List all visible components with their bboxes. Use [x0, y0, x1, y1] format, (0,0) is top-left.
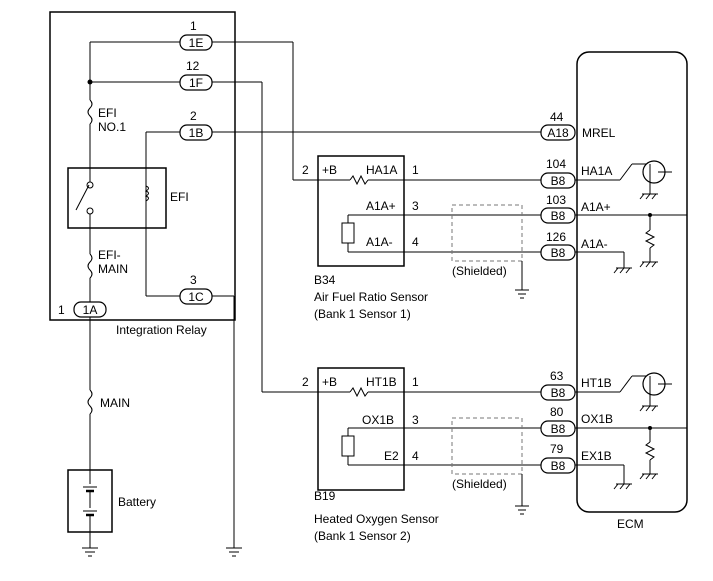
- ecm-conn-a18-label: A18: [547, 126, 569, 140]
- ecm-ox1b-label: OX1B: [581, 412, 613, 426]
- efi-no1-fuse-icon: [87, 99, 93, 125]
- afs-name: Air Fuel Ratio Sensor: [314, 290, 428, 304]
- afs-shield-ground-icon: [515, 289, 529, 299]
- relay-ground-icon: [226, 547, 242, 557]
- hos-e2-label: E2: [384, 449, 399, 463]
- ecm-a1a-plus-label: A1A+: [581, 200, 611, 214]
- afs-heater-icon: [349, 174, 369, 186]
- afs-pin-1: 1: [412, 163, 419, 177]
- ecm-pin-44: 44: [550, 110, 564, 124]
- hos-ox1b-label: OX1B: [362, 413, 394, 427]
- ecm-pin-80: 80: [550, 405, 564, 419]
- hos-shield: [451, 417, 523, 475]
- ecm-pin-104: 104: [546, 157, 566, 171]
- afs-bank: (Bank 1 Sensor 1): [314, 307, 411, 321]
- ecm-pin-63: 63: [550, 369, 564, 383]
- ecm-a1a-ground-icon: [639, 261, 658, 268]
- afs-plusb-label: +B: [322, 163, 337, 177]
- ecm-ha1a-label: HA1A: [581, 164, 612, 178]
- ecm-conn-ox1b-label: B8: [551, 422, 566, 436]
- hos-bank: (Bank 1 Sensor 2): [314, 529, 411, 543]
- ecm-a1a-resistor-icon: [644, 229, 656, 249]
- integration-relay-title: Integration Relay: [116, 323, 207, 337]
- hos-ht1b-label: HT1B: [366, 375, 397, 389]
- relay-conn-1c-label: 1C: [188, 290, 204, 304]
- efi-main-label-2: MAIN: [98, 262, 128, 276]
- hos-shielded-label: (Shielded): [452, 477, 507, 491]
- relay-conn-1e-label: 1E: [189, 36, 204, 50]
- ecm-ha1a-ground-icon: [639, 193, 658, 200]
- afs-shield: [451, 204, 523, 262]
- ecm-title: ECM: [617, 517, 644, 531]
- hos-pin-4: 4: [412, 449, 419, 463]
- efi-no1-label-1: EFI: [98, 106, 117, 120]
- relay-contact-bottom: [86, 207, 94, 215]
- afs-shielded-label: (Shielded): [452, 264, 507, 278]
- ecm-mrel-label: MREL: [582, 126, 616, 140]
- relay-switch-arm: [75, 184, 90, 211]
- ecm-pin-79: 79: [550, 442, 564, 456]
- efi-main-label-1: EFI-: [98, 248, 121, 262]
- relay-pin-1a-num: 1: [58, 303, 65, 317]
- ecm-ht1b-ground-icon: [639, 405, 658, 412]
- relay-pin-1f-num: 12: [186, 59, 200, 73]
- relay-junction-dot: [87, 79, 93, 85]
- battery-ground-icon: [82, 547, 98, 557]
- ecm-ox1b-resistor-icon: [644, 441, 656, 461]
- relay-conn-1f-label: 1F: [189, 76, 203, 90]
- ecm-conn-a1a-plus-label: B8: [551, 209, 566, 223]
- ecm-pin-126: 126: [546, 230, 566, 244]
- relay-conn-1a-label: 1A: [83, 303, 98, 317]
- hos-plusb-label: +B: [322, 375, 337, 389]
- efi-relay-box: [67, 167, 167, 229]
- ecm-a1a-minus-ground-icon: [613, 267, 632, 274]
- hos-pin-3: 3: [412, 413, 419, 427]
- afs-ha1a-label: HA1A: [366, 163, 397, 177]
- hos-pin-in: 2: [302, 375, 309, 389]
- main-fuse-label: MAIN: [100, 396, 130, 410]
- ecm-conn-a1a-minus-label: B8: [551, 246, 566, 260]
- afs-pin-3: 3: [412, 199, 419, 213]
- efi-no1-label-2: NO.1: [98, 120, 126, 134]
- afs-pin-in: 2: [302, 163, 309, 177]
- hos-heater-icon: [349, 386, 369, 398]
- integration-relay-box: [49, 11, 236, 321]
- ecm-ht1b-diag: [619, 375, 633, 393]
- hos-code: B19: [314, 489, 336, 503]
- hos-shield-ground-icon: [515, 505, 529, 515]
- ecm-box: [576, 51, 688, 513]
- afs-box: [317, 155, 405, 267]
- relay-pin-1b-num: 2: [190, 109, 197, 123]
- afs-a1a-plus-label: A1A+: [366, 199, 396, 213]
- ecm-ox1b-ground-icon: [639, 473, 658, 480]
- ecm-a1a-minus-label: A1A-: [581, 237, 608, 251]
- ecm-ex1b-ground-icon: [613, 483, 632, 490]
- relay-pin-1c-num: 3: [190, 273, 197, 287]
- hos-name: Heated Oxygen Sensor: [314, 512, 439, 526]
- main-fuse-icon: [87, 389, 93, 415]
- efi-main-fuse-icon: [87, 253, 93, 279]
- ecm-ex1b-label: EX1B: [581, 449, 612, 463]
- efi-relay-label: EFI: [170, 190, 189, 204]
- ecm-conn-ex1b-label: B8: [551, 459, 566, 473]
- afs-pin-4: 4: [412, 235, 419, 249]
- hos-pin-1: 1: [412, 375, 419, 389]
- ecm-ha1a-diag: [619, 163, 633, 181]
- relay-conn-1b-label: 1B: [189, 126, 204, 140]
- battery-label: Battery: [118, 495, 156, 509]
- ecm-conn-ht1b-label: B8: [551, 386, 566, 400]
- ecm-ht1b-label: HT1B: [581, 376, 612, 390]
- ecm-pin-103: 103: [546, 193, 566, 207]
- ecm-conn-a18: [540, 124, 576, 141]
- afs-code: B34: [314, 273, 336, 287]
- relay-pin-1e-num: 1: [190, 19, 197, 33]
- ecm-conn-ha1a-label: B8: [551, 174, 566, 188]
- afs-a1a-minus-label: A1A-: [366, 235, 393, 249]
- relay-coil-icon: [144, 185, 149, 202]
